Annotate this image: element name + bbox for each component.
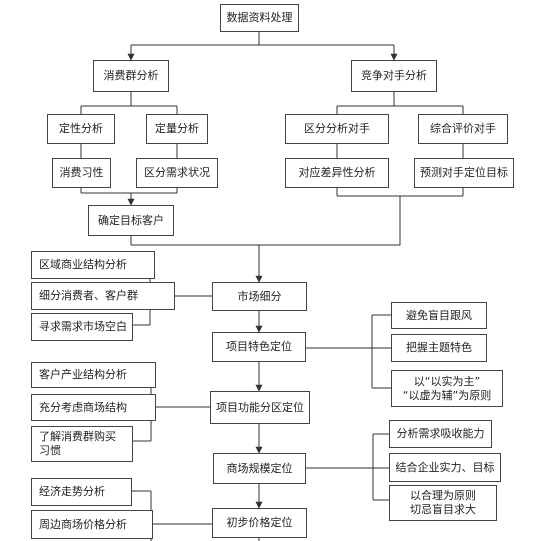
node-principle-real-virtual: 以“以实为主” “以虚为辅”为原则 — [391, 370, 503, 407]
node-consumer-analysis: 消费群分析 — [93, 60, 169, 92]
node-target-customers: 确定目标客户 — [88, 205, 174, 236]
node-mall-scale-positioning: 商场规模定位 — [213, 453, 306, 484]
node-overall-evaluation: 综合评价对手 — [418, 114, 508, 144]
node-initial-price-positioning: 初步价格定位 — [212, 508, 307, 538]
node-economic-trend: 经济走势分析 — [31, 478, 132, 506]
node-market-segmentation: 市场细分 — [212, 282, 307, 311]
node-project-feature-positioning: 项目特色定位 — [212, 332, 306, 362]
node-consumer-purchase-habits: 了解消费群购买 习惯 — [31, 426, 133, 462]
node-absorb-capacity: 分析需求吸收能力 — [389, 420, 492, 448]
node-grasp-theme: 把握主题特色 — [391, 334, 487, 362]
node-regional-competitor: 区分分析对手 — [285, 114, 389, 144]
node-enterprise-strength: 结合企业实力、目标 — [389, 453, 501, 482]
node-competitor-analysis: 竞争对手分析 — [351, 60, 437, 92]
node-differentiation-analysis: 对应差异性分析 — [285, 158, 389, 188]
node-predict-target: 预测对手定位目标 — [414, 158, 514, 188]
node-function-zone-positioning: 项目功能分区定位 — [210, 391, 310, 424]
node-qualitative-analysis: 定性分析 — [47, 114, 115, 144]
node-consumer-habits: 消费习性 — [52, 158, 111, 188]
node-avoid-blind-following: 避免盲目跟风 — [391, 302, 487, 329]
node-quantitative-analysis: 定量分析 — [146, 114, 208, 144]
node-surrounding-price: 周边商场价格分析 — [31, 510, 153, 539]
node-consider-mall-structure: 充分考虑商场结构 — [31, 394, 156, 421]
node-regional-demand: 区分需求状况 — [136, 158, 218, 188]
node-seek-market-blank: 寻求需求市场空白 — [31, 313, 133, 341]
node-customer-industry-structure: 客户产业结构分析 — [31, 362, 156, 388]
node-rational-principle: 以合理为原则 切忌盲目求大 — [389, 485, 497, 521]
node-data-processing: 数据资料处理 — [220, 4, 299, 32]
node-segment-consumers: 细分消费者、客户群 — [31, 282, 175, 310]
node-regional-commercial-structure: 区域商业结构分析 — [31, 251, 155, 279]
